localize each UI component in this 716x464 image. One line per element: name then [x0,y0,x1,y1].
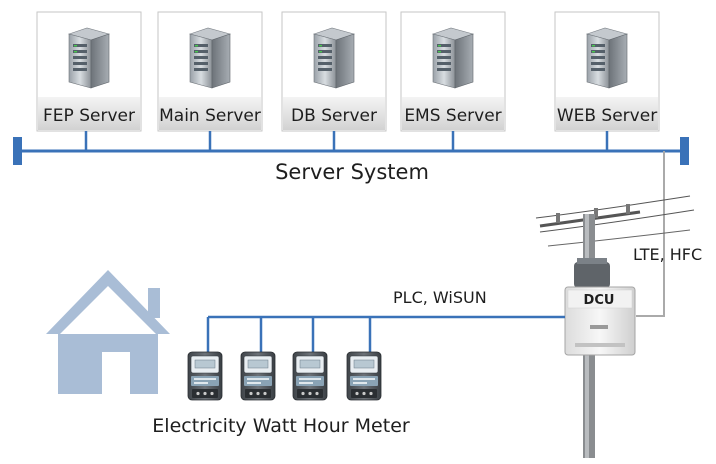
lte-uplink-line [636,151,665,317]
server-web: WEB Server [554,11,660,132]
meter-label: Electricity Watt Hour Meter [152,415,410,437]
meter-2 [240,351,276,401]
house-icon [40,270,190,413]
meter-3 [292,351,328,401]
dcu-label: DCU [584,293,615,308]
server-db-label: DB Server [291,106,377,126]
server-db: DB Server [281,11,387,132]
server-ems-label: EMS Server [404,106,501,126]
dcu-box: DCU [564,286,636,356]
server-fep: FEP Server [36,11,142,132]
server-bus [13,131,689,165]
server-main: Main Server [157,11,263,132]
meter-1 [187,351,223,401]
plc-label: PLC, WiSUN [393,288,487,307]
lte-label: LTE, HFC [633,245,702,264]
server-fep-label: FEP Server [43,106,135,126]
server-main-label: Main Server [159,106,261,126]
server-web-label: WEB Server [557,106,657,126]
meter-4 [346,351,382,401]
server-ems: EMS Server [400,11,506,132]
server-system-label: Server System [275,160,429,184]
plc-line [206,315,565,355]
